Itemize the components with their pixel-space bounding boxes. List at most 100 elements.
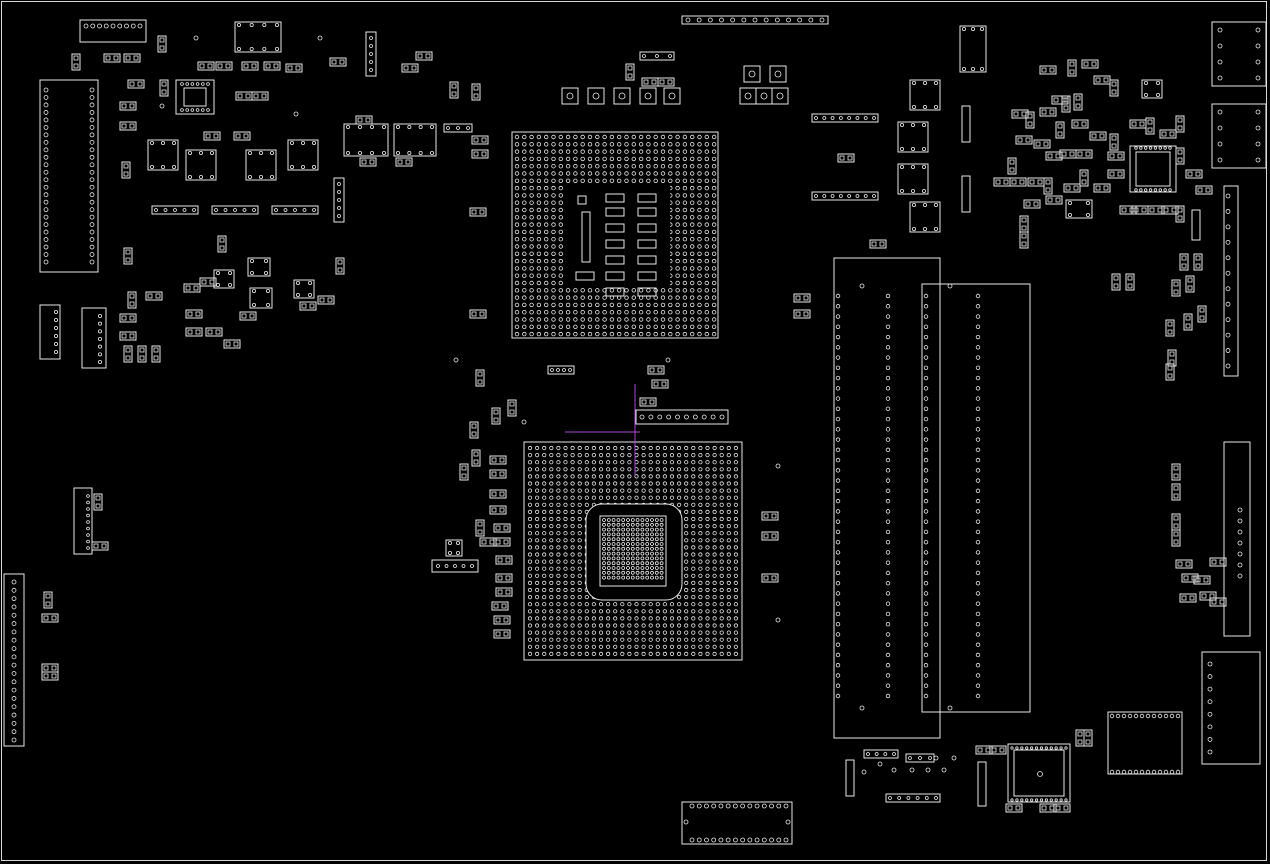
connector-vertical[interactable] [1223,185,1239,377]
passive-component[interactable] [1171,513,1181,531]
passive-component[interactable] [1033,139,1051,149]
passive-component[interactable] [1165,319,1175,337]
ic-component[interactable] [897,121,929,153]
passive-component[interactable] [317,295,335,305]
passive-component[interactable] [657,77,675,87]
passive-component[interactable] [1171,463,1181,481]
passive-component[interactable] [263,61,281,71]
passive-component[interactable] [1079,169,1089,187]
passive-component[interactable] [71,53,81,71]
connector-small[interactable] [73,487,93,555]
resistor-pack[interactable] [271,205,319,215]
passive-component[interactable] [1107,169,1125,179]
passive-component[interactable] [223,339,241,349]
passive-component[interactable] [1039,107,1057,117]
passive-component[interactable] [869,239,887,249]
passive-component[interactable] [1045,195,1063,205]
passive-component[interactable] [507,399,517,417]
passive-component[interactable] [1027,177,1045,187]
ic-component[interactable] [185,149,217,181]
capacitor[interactable] [613,87,631,105]
passive-component[interactable] [641,77,659,87]
qfp-chip[interactable] [1129,145,1177,193]
passive-component[interactable] [41,663,59,673]
ic-component[interactable] [897,163,929,195]
passive-component[interactable] [1073,93,1083,111]
passive-component[interactable] [185,327,203,337]
passive-component[interactable] [1051,95,1069,105]
cap[interactable] [605,255,625,265]
passive-component[interactable] [1209,597,1227,607]
passive-component[interactable] [1175,559,1193,569]
ic-component[interactable] [393,123,437,157]
passive-component[interactable] [989,745,1007,755]
passive-component[interactable] [41,671,59,681]
passive-component[interactable] [471,83,481,101]
dimm-slot-a[interactable] [833,257,941,739]
passive-component[interactable] [1193,575,1211,585]
connector-left[interactable] [3,573,25,747]
passive-component[interactable] [493,615,511,625]
passive-component[interactable] [239,311,257,321]
passive-component[interactable] [185,309,203,319]
ic-component[interactable] [1065,199,1093,219]
passive-component[interactable] [1061,95,1071,113]
passive-component[interactable] [489,469,507,479]
passive-component[interactable] [1171,529,1181,547]
passive-component[interactable] [495,555,513,565]
passive-component[interactable] [793,293,811,303]
passive-component[interactable] [471,449,481,467]
resistor-pack[interactable] [639,51,675,61]
passive-component[interactable] [1053,803,1071,813]
resistor-pack[interactable] [905,753,935,763]
passive-component[interactable] [1183,313,1193,331]
passive-component[interactable] [1185,169,1203,179]
passive-component[interactable] [251,91,269,101]
ic-component[interactable] [1141,79,1163,99]
ic-component[interactable] [959,25,987,73]
passive-component[interactable] [355,115,373,125]
capacitor[interactable] [755,87,773,105]
passive-component[interactable] [183,283,201,293]
passive-component[interactable] [121,161,131,179]
cap[interactable] [605,271,625,281]
passive-component[interactable] [1083,729,1093,747]
passive-component[interactable] [395,157,413,167]
passive-component[interactable] [197,61,215,71]
passive-component[interactable] [639,397,657,407]
passive-component[interactable] [1197,305,1207,323]
qfp-core[interactable] [183,87,207,107]
connector-small[interactable] [39,304,61,360]
passive-component[interactable] [123,345,133,363]
passive-component[interactable] [1111,273,1121,291]
ic-component[interactable] [245,149,277,181]
passive-component[interactable] [1175,205,1185,223]
chipset-bga[interactable] [523,441,743,661]
passive-component[interactable] [205,327,223,337]
passive-component[interactable] [127,79,145,89]
capacitor[interactable] [587,87,605,105]
passive-component[interactable] [159,79,169,97]
passive-component[interactable] [1109,133,1119,151]
passive-component[interactable] [401,63,419,73]
die-core[interactable] [599,515,667,587]
cap[interactable] [637,193,657,203]
resistor-array[interactable] [635,409,729,425]
passive-component[interactable] [1179,253,1189,271]
passive-component[interactable] [491,601,509,611]
connector-right[interactable] [1211,21,1267,87]
passive-component[interactable] [475,369,485,387]
passive-component[interactable] [119,331,137,341]
resistor[interactable] [961,175,971,213]
capacitor[interactable] [771,87,789,105]
capacitor[interactable] [639,87,657,105]
resistor[interactable] [1191,209,1201,241]
passive-component[interactable] [1107,151,1125,161]
passive-component[interactable] [1089,131,1107,141]
passive-component[interactable] [43,591,53,609]
resistor-pack[interactable] [431,559,479,573]
passive-component[interactable] [993,177,1011,187]
passive-component[interactable] [103,53,121,63]
resistor-pack[interactable] [333,177,345,223]
